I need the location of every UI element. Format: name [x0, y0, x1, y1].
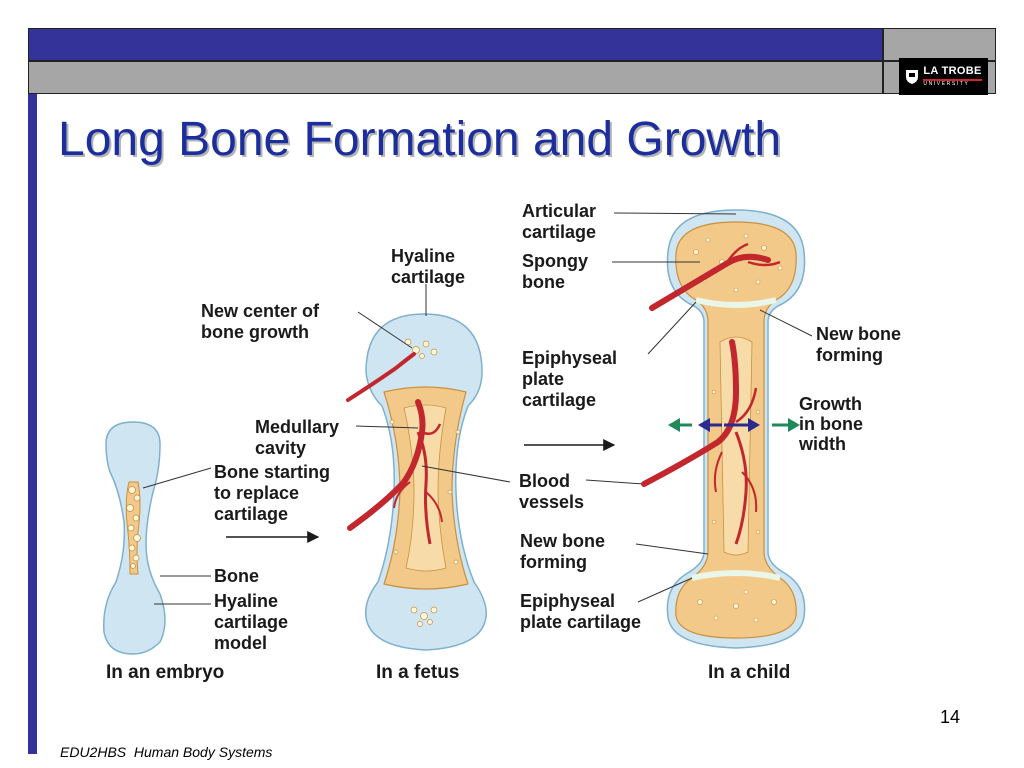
fetus-label-new-center: New center of [201, 301, 320, 321]
embryo-label-hyaline-cartilage: cartilage [214, 612, 288, 632]
child-label-width: width [798, 434, 846, 454]
child-label-in-bone: in bone [799, 414, 863, 434]
slide-footer: EDU2HBS Human Body Systems [60, 744, 273, 760]
child-label-new-bone-top: New bone [816, 324, 901, 344]
embryo-label-bone: Bone [214, 566, 259, 586]
fetus-label-vessels: vessels [519, 492, 584, 512]
header-bar-right [883, 28, 996, 61]
embryo-label-model: model [214, 633, 267, 653]
child-label-bone: bone [522, 272, 565, 292]
left-accent-bar [28, 94, 37, 754]
slide-number: 14 [940, 707, 961, 727]
child-label-forming-bottom: forming [520, 552, 587, 572]
embryo-label-to-replace: to replace [214, 483, 299, 503]
child-label-plate: plate [522, 369, 564, 389]
child-label-new-bone-bottom: New bone [520, 531, 605, 551]
embryo-bone-model [103, 421, 166, 655]
fetus-label-cartilage: cartilage [391, 267, 465, 287]
logo-subtitle: UNIVERSITY [923, 79, 982, 87]
header-bar-gray [28, 61, 883, 94]
la-trobe-logo: LA TROBE UNIVERSITY [899, 58, 988, 95]
header-bar-blue [28, 28, 883, 61]
fetus-label-medullary: Medullary [255, 417, 339, 437]
child-label-articular-cartilage: cartilage [522, 222, 596, 242]
fetus-label-bone-growth: bone growth [201, 322, 309, 342]
child-label-plate-cartilage-bottom: plate cartilage [520, 612, 641, 632]
logo-name: LA TROBE [923, 65, 982, 77]
embryo-label-cartilage: cartilage [214, 504, 288, 524]
child-label-articular: Articular [522, 201, 596, 221]
fetus-label-cavity: cavity [255, 438, 306, 458]
child-label-plate-cartilage: cartilage [522, 390, 596, 410]
fetus-label-blood: Blood [519, 471, 570, 491]
child-label-epiphyseal-bottom: Epiphyseal [520, 591, 615, 611]
university-crest-icon [905, 69, 919, 85]
child-label-forming-top: forming [816, 345, 883, 365]
fetus-label-hyaline: Hyaline [391, 246, 455, 266]
child-label-growth: Growth [799, 394, 862, 414]
child-label-spongy: Spongy [522, 251, 588, 271]
bone-growth-diagram: Bone starting to replace cartilage Bone … [96, 192, 956, 697]
fetus-caption: In a fetus [376, 662, 459, 683]
child-label-epiphyseal: Epiphyseal [522, 348, 617, 368]
child-bone [641, 209, 806, 649]
embryo-caption: In an embryo [106, 662, 224, 683]
embryo-label-hyaline: Hyaline [214, 591, 278, 611]
slide-title: Long Bone Formation and Growth [58, 113, 782, 166]
embryo-label-bone-starting: Bone starting [214, 462, 330, 482]
fetus-bone [346, 313, 487, 651]
child-caption: In a child [708, 662, 790, 683]
